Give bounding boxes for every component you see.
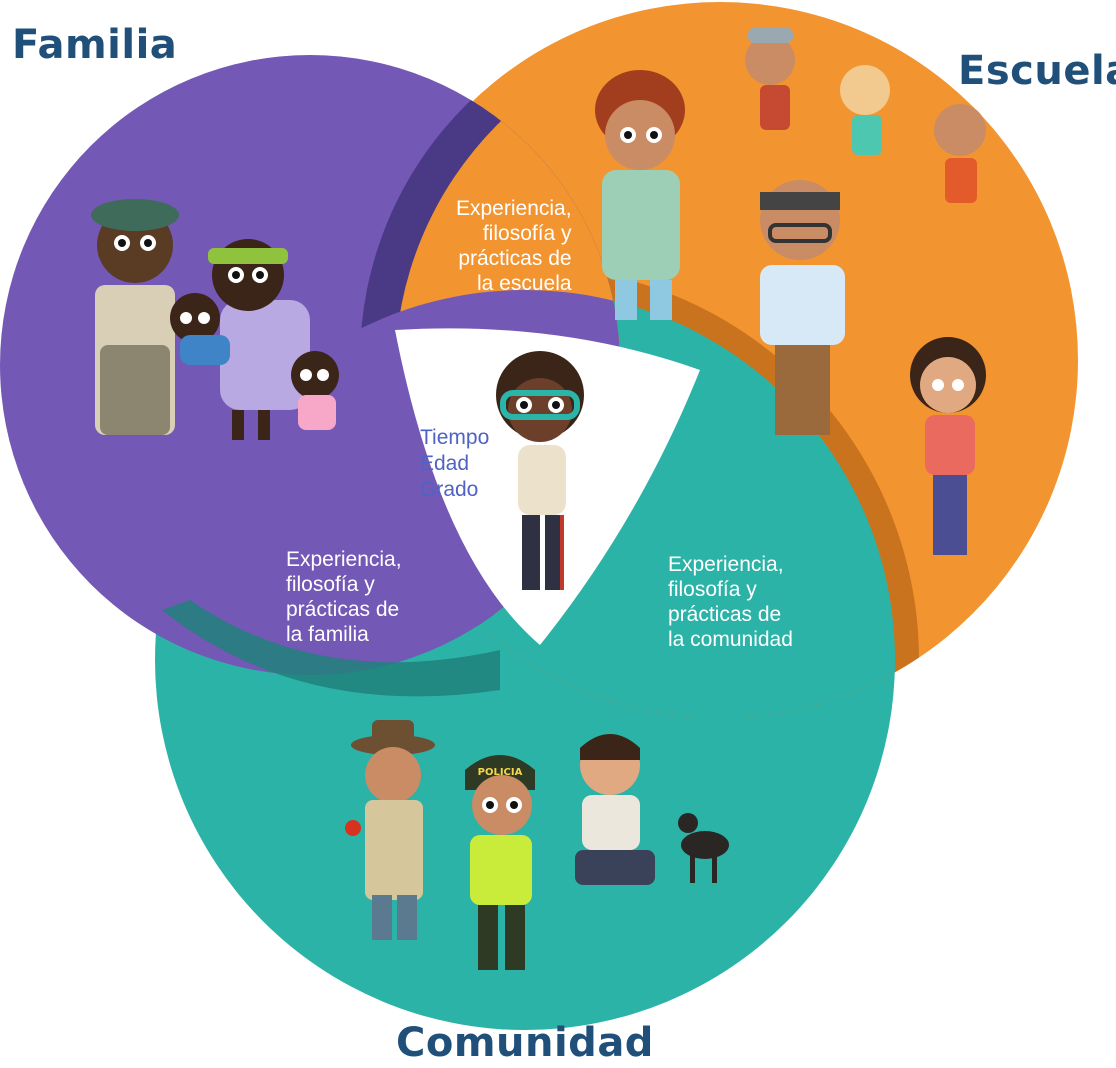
familia-line-1: Experiencia, (286, 548, 402, 571)
comunidad-shadow-band (162, 600, 500, 697)
escuela-line-1: Experiencia, (456, 197, 572, 220)
familia-title: Familia (12, 22, 178, 68)
escuela-figures (595, 28, 986, 555)
center-description: Tiempo Edad Grado (420, 425, 489, 503)
escuela-line-4: la escuela (477, 272, 572, 295)
comunidad-description: Experiencia, filosofía y prácticas de la… (668, 552, 793, 652)
escuela-line-3: prácticas de (458, 247, 572, 270)
comunidad-line-3: prácticas de (668, 603, 782, 626)
familia-figures (91, 199, 339, 440)
escuela-description: Experiencia, filosofía y prácticas de la… (456, 196, 572, 296)
center-line-grado: Grado (420, 478, 479, 501)
familia-line-4: la familia (286, 623, 369, 646)
center-line-edad: Edad (420, 452, 470, 475)
comunidad-line-1: Experiencia, (668, 553, 784, 576)
center-line-tiempo: Tiempo (420, 426, 490, 449)
escuela-title: Escuela (958, 48, 1116, 94)
center-child (496, 351, 584, 590)
comunidad-line-2: filosofía y (668, 578, 757, 601)
familia-line-2: filosofía y (286, 573, 375, 596)
comunidad-figures: POLICIA (345, 720, 729, 970)
familia-line-3: prácticas de (286, 598, 400, 621)
police-badge-text: POLICIA (478, 767, 523, 778)
familia-description: Experiencia, filosofía y prácticas de la… (286, 547, 402, 647)
comunidad-line-4: la comunidad (668, 628, 793, 651)
comunidad-title: Comunidad (396, 1020, 654, 1066)
escuela-line-2: filosofía y (482, 222, 572, 245)
